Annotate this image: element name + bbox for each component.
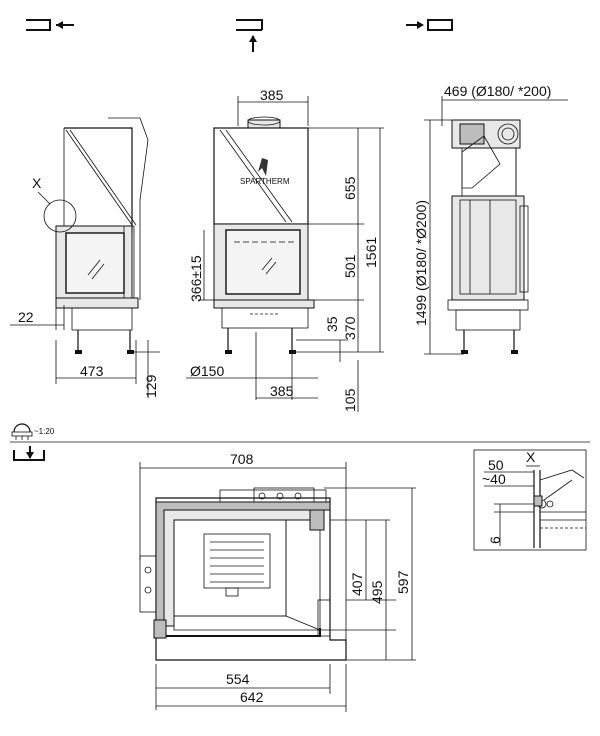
detail-x-circle	[43, 199, 77, 233]
dim-495: 495	[369, 580, 385, 604]
dim-407: 407	[349, 572, 365, 596]
dim-501: 501	[342, 254, 358, 278]
dim-1561: 1561	[363, 237, 379, 268]
detail-x-title: X	[526, 449, 536, 465]
dim-22: 22	[18, 309, 34, 325]
dim-554: 554	[226, 671, 250, 687]
dim-708: 708	[230, 451, 254, 467]
dim-105: 105	[342, 388, 358, 412]
brand-logo: SPARTHERM	[240, 177, 290, 186]
detail-marker-label: X	[32, 175, 42, 191]
dim-40: ~40	[482, 471, 506, 487]
dim-642: 642	[240, 689, 264, 705]
outlet-right-icon	[406, 19, 453, 31]
dim-469: 469 (Ø180/ *200)	[444, 83, 551, 99]
dim-35: 35	[324, 316, 340, 332]
scale-label: ~1:20	[34, 427, 55, 436]
plan-view-icon	[13, 446, 45, 461]
dim-370: 370	[342, 316, 358, 340]
dim-385-top: 385	[260, 87, 284, 103]
dim-473: 473	[80, 363, 104, 379]
outlet-up-icon	[236, 19, 263, 52]
dim-diameter-150: Ø150	[190, 363, 224, 379]
plan-view-dimensions	[139, 462, 416, 712]
dim-385-bottom: 385	[270, 383, 294, 399]
left-side-view	[37, 117, 149, 354]
dim-129: 129	[143, 374, 159, 398]
dim-1499: 1499 (Ø180/ *Ø200)	[413, 200, 429, 326]
plan-view	[139, 487, 347, 661]
right-view-dimensions	[424, 96, 568, 355]
dim-50: 50	[488, 457, 504, 473]
left-view-dimensions	[10, 305, 160, 398]
dim-6: 6	[487, 536, 503, 544]
scale-icon	[11, 423, 33, 440]
front-view-dimensions	[186, 96, 384, 412]
detail-x-box	[473, 449, 587, 551]
right-side-view	[447, 119, 529, 354]
dim-366-15: 366±15	[188, 255, 204, 302]
dim-655: 655	[342, 176, 358, 200]
outlet-left-icon	[26, 19, 74, 31]
front-view: SPARTHERM	[213, 116, 315, 354]
dim-597: 597	[395, 570, 411, 594]
